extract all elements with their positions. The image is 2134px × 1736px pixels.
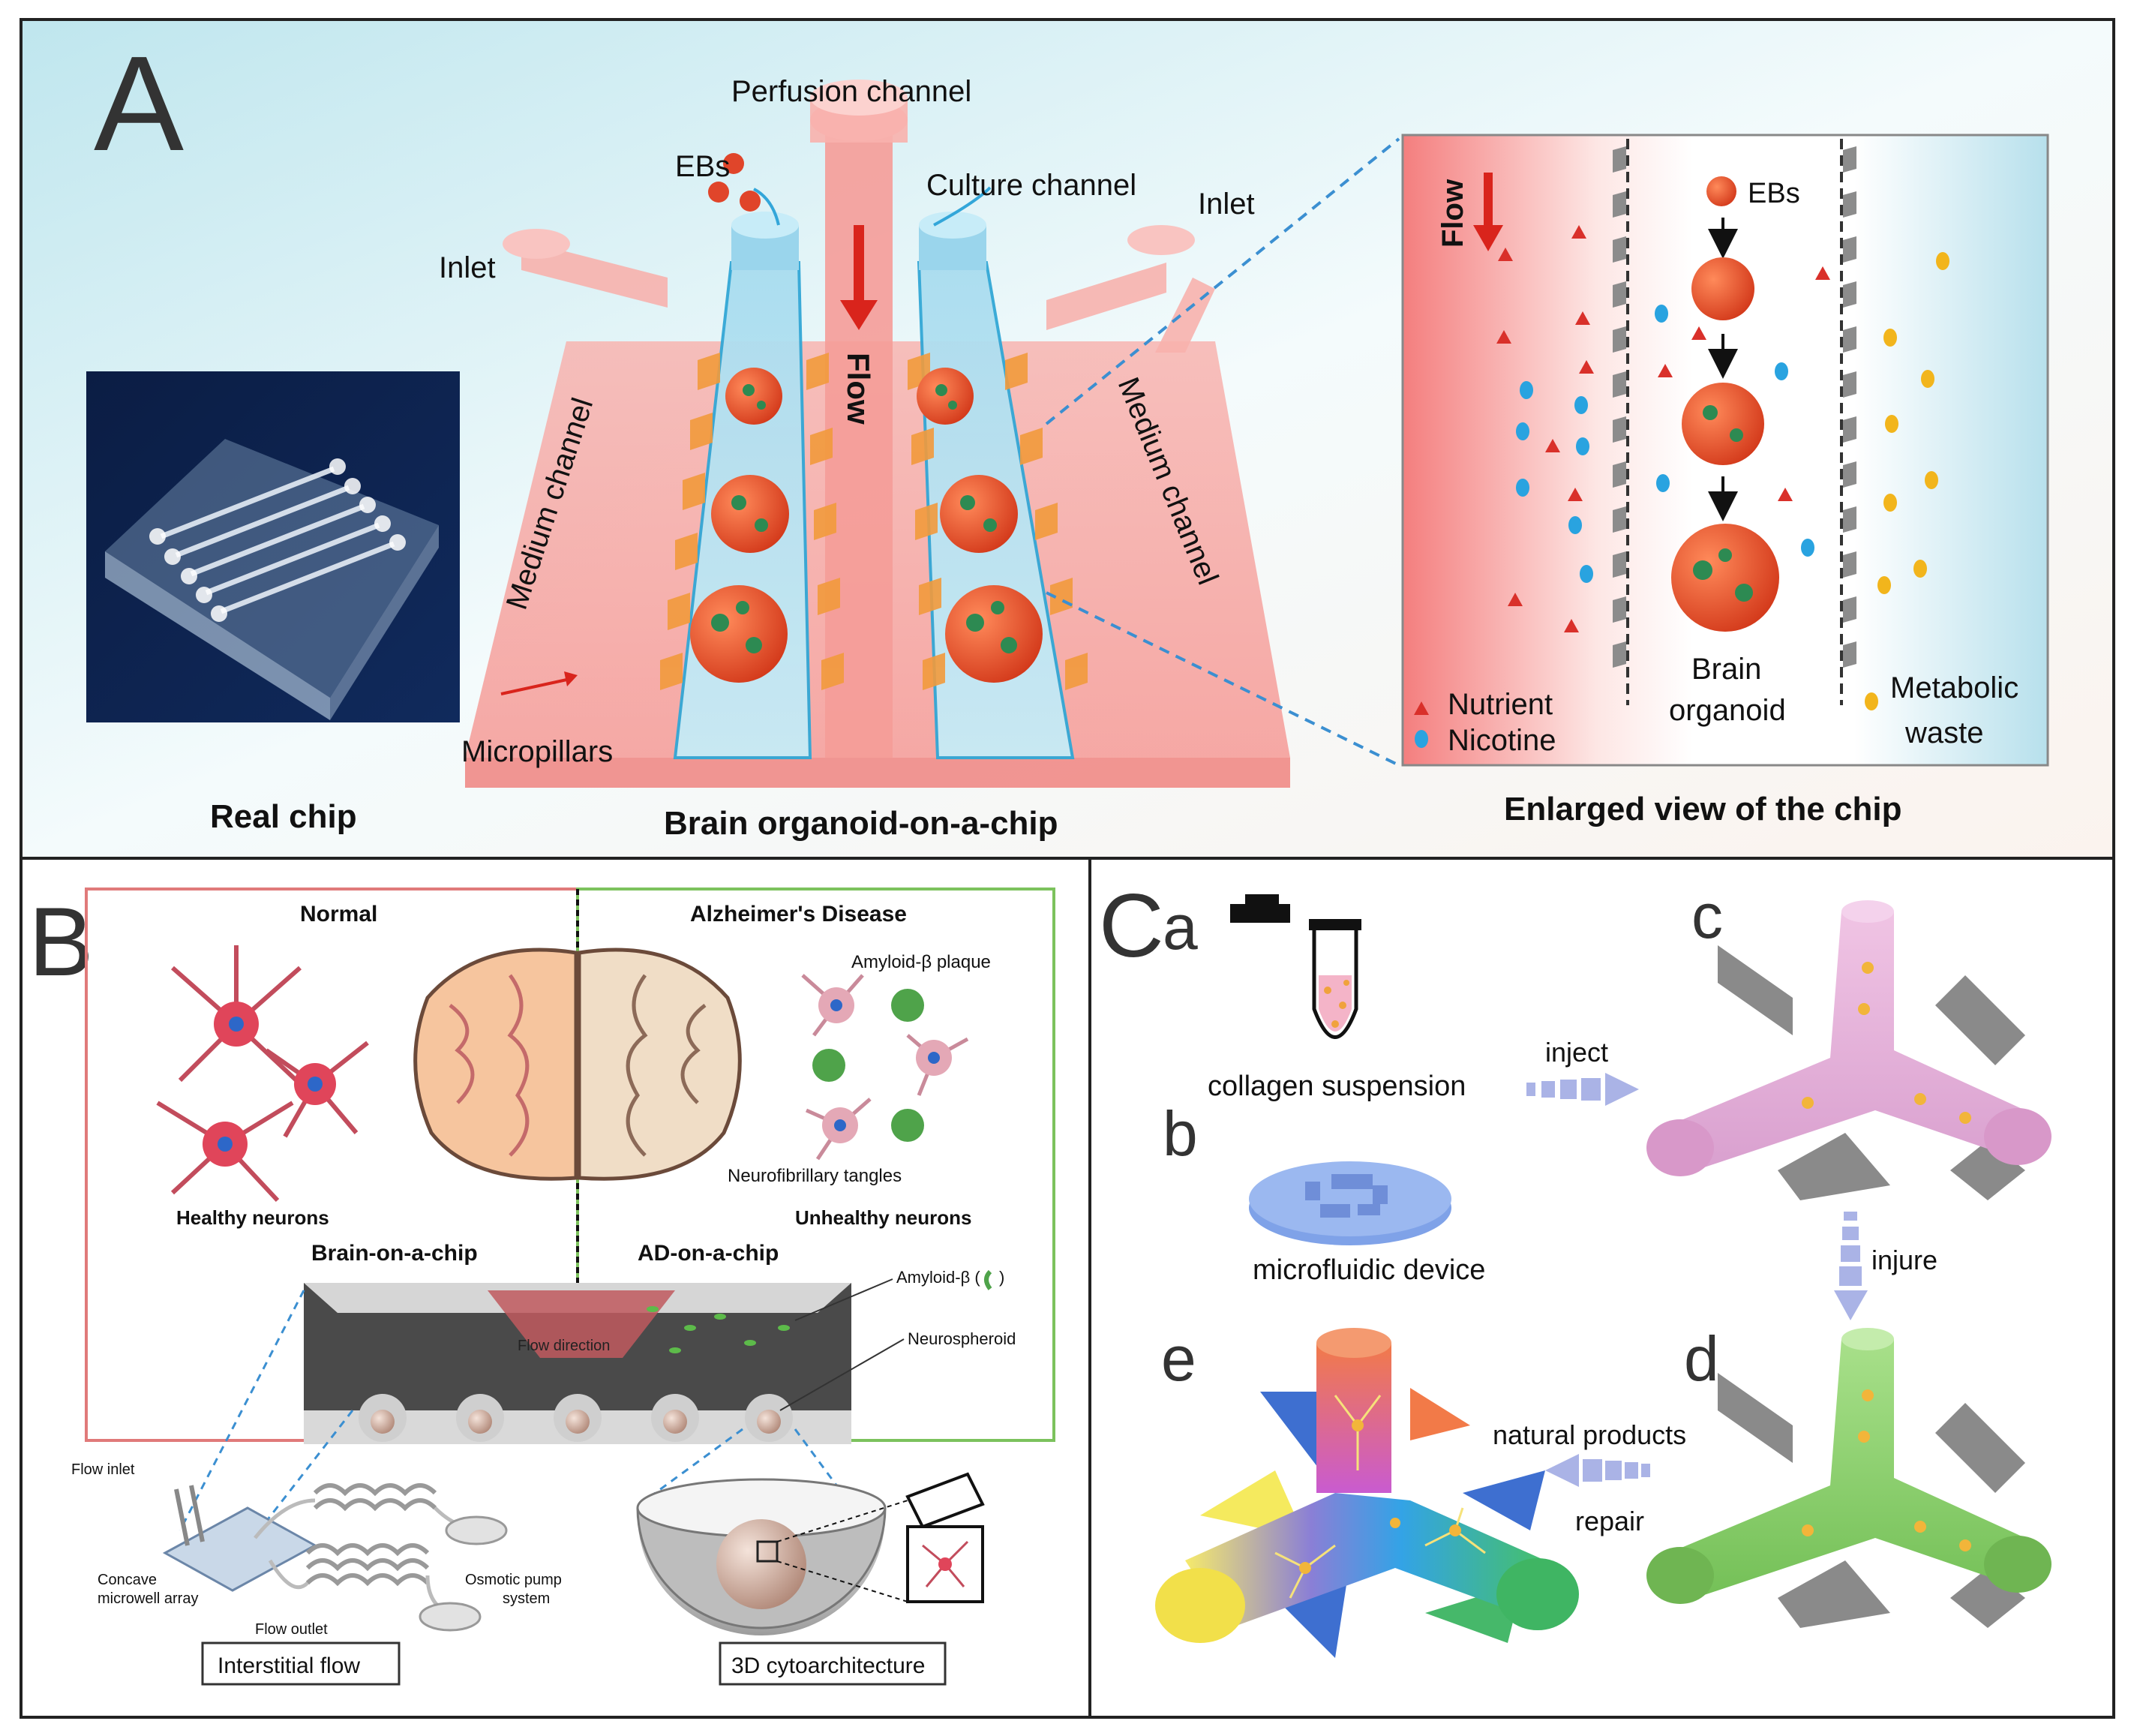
microfluidic-device xyxy=(1249,1161,1451,1245)
chip-cross-section: Flow direction xyxy=(304,1283,851,1444)
microfluidic-label: microfluidic device xyxy=(1253,1254,1485,1286)
enlarged-flow-label: Flow xyxy=(1436,179,1469,248)
flow-outlet-label: Flow outlet xyxy=(255,1621,328,1638)
nutrient-legend-label: Nutrient xyxy=(1448,688,1553,721)
device-e-repaired xyxy=(1155,1328,1579,1658)
organoid-cluster xyxy=(690,368,1043,683)
osmotic-label: Osmotic pump xyxy=(465,1572,562,1588)
panel-a-letter: A xyxy=(94,29,184,179)
healthy-neurons xyxy=(156,945,369,1203)
panel-b: B Normal Alzheimer's Disease Healthy neu… xyxy=(20,857,1091,1719)
step-d-label: d xyxy=(1684,1323,1719,1394)
waste-label: waste xyxy=(1904,716,1984,749)
flow-direction-label: Flow direction xyxy=(518,1338,610,1354)
repair-arrow xyxy=(1545,1454,1650,1487)
amyloid-b-label: Amyloid-β ( xyxy=(896,1268,980,1287)
culture-label: Culture channel xyxy=(926,169,1136,202)
ad-label: Alzheimer's Disease xyxy=(690,902,907,927)
device-d-green xyxy=(1646,1328,2051,1628)
step-b-label: b xyxy=(1163,1098,1198,1169)
panel-b-letter: B xyxy=(29,887,94,996)
nicotine-legend-label: Nicotine xyxy=(1448,724,1556,757)
micropillars-label: Micropillars xyxy=(461,735,613,768)
enlarged-ebs-label: EBs xyxy=(1748,178,1800,209)
device-c-pink xyxy=(1646,900,2051,1200)
interstitial-label: Interstitial flow xyxy=(218,1653,360,1678)
real-chip-label: Real chip xyxy=(210,798,357,835)
main-chip-title: Brain organoid-on-a-chip xyxy=(664,805,1058,842)
metabolic-label: Metabolic xyxy=(1890,671,2018,704)
amyloid-plaque-label: Amyloid-β plaque xyxy=(851,952,991,972)
cyto-label: 3D cytoarchitecture xyxy=(731,1653,925,1678)
brain-label: Brain xyxy=(1691,653,1761,686)
inlet-right-label: Inlet xyxy=(1198,188,1255,221)
unhealthy-neurons xyxy=(801,974,969,1161)
enlarged-title: Enlarged view of the chip xyxy=(1504,791,1902,827)
real-chip-photo xyxy=(86,371,460,722)
osmotic-pump-system xyxy=(162,1483,508,1632)
panel-c-letter: C xyxy=(1099,876,1164,976)
concave-label: Concave xyxy=(98,1572,157,1588)
organoid-label: organoid xyxy=(1669,694,1786,727)
ebs-label: EBs xyxy=(675,150,730,183)
step-a-label: a xyxy=(1163,892,1198,963)
brain-organoid-chip: Flow xyxy=(465,80,1290,788)
collagen-label: collagen suspension xyxy=(1208,1071,1466,1102)
collagen-tube-icon xyxy=(1230,894,1361,1039)
step-c-label: c xyxy=(1691,881,1723,951)
neurospheroid-label: Neurospheroid xyxy=(908,1329,1016,1348)
amyloid-b-close: ) xyxy=(999,1268,1004,1287)
tangles-label: Neurofibrillary tangles xyxy=(728,1166,902,1186)
panel-c: C a b c d e collagen suspension inject m… xyxy=(1088,857,2115,1719)
natural-label: natural products xyxy=(1493,1419,1686,1450)
system-label: system xyxy=(503,1590,550,1607)
injure-label: injure xyxy=(1871,1245,1937,1275)
inject-arrow xyxy=(1526,1073,1639,1106)
inject-label: inject xyxy=(1545,1037,1608,1068)
enlarged-view: Flow EBs Brain organoid xyxy=(1401,134,2049,767)
ad-chip-label: AD-on-a-chip xyxy=(638,1241,779,1266)
cytoarchitecture-bowl xyxy=(636,1472,985,1635)
inlet-left-label: Inlet xyxy=(439,251,496,284)
unhealthy-label: Unhealthy neurons xyxy=(795,1206,971,1229)
perfusion-label: Perfusion channel xyxy=(731,75,971,108)
repair-label: repair xyxy=(1575,1506,1644,1536)
step-e-label: e xyxy=(1161,1323,1196,1394)
chip-flow-label: Flow xyxy=(841,353,876,425)
flow-inlet-label: Flow inlet xyxy=(71,1461,135,1478)
normal-label: Normal xyxy=(300,902,377,927)
brain-illustration xyxy=(413,948,742,1181)
injure-arrow xyxy=(1834,1212,1868,1320)
panel-a: A Real chip xyxy=(20,18,2115,860)
microwell-label: microwell array xyxy=(98,1590,198,1607)
healthy-label: Healthy neurons xyxy=(176,1206,329,1229)
brain-chip-label: Brain-on-a-chip xyxy=(311,1241,478,1266)
